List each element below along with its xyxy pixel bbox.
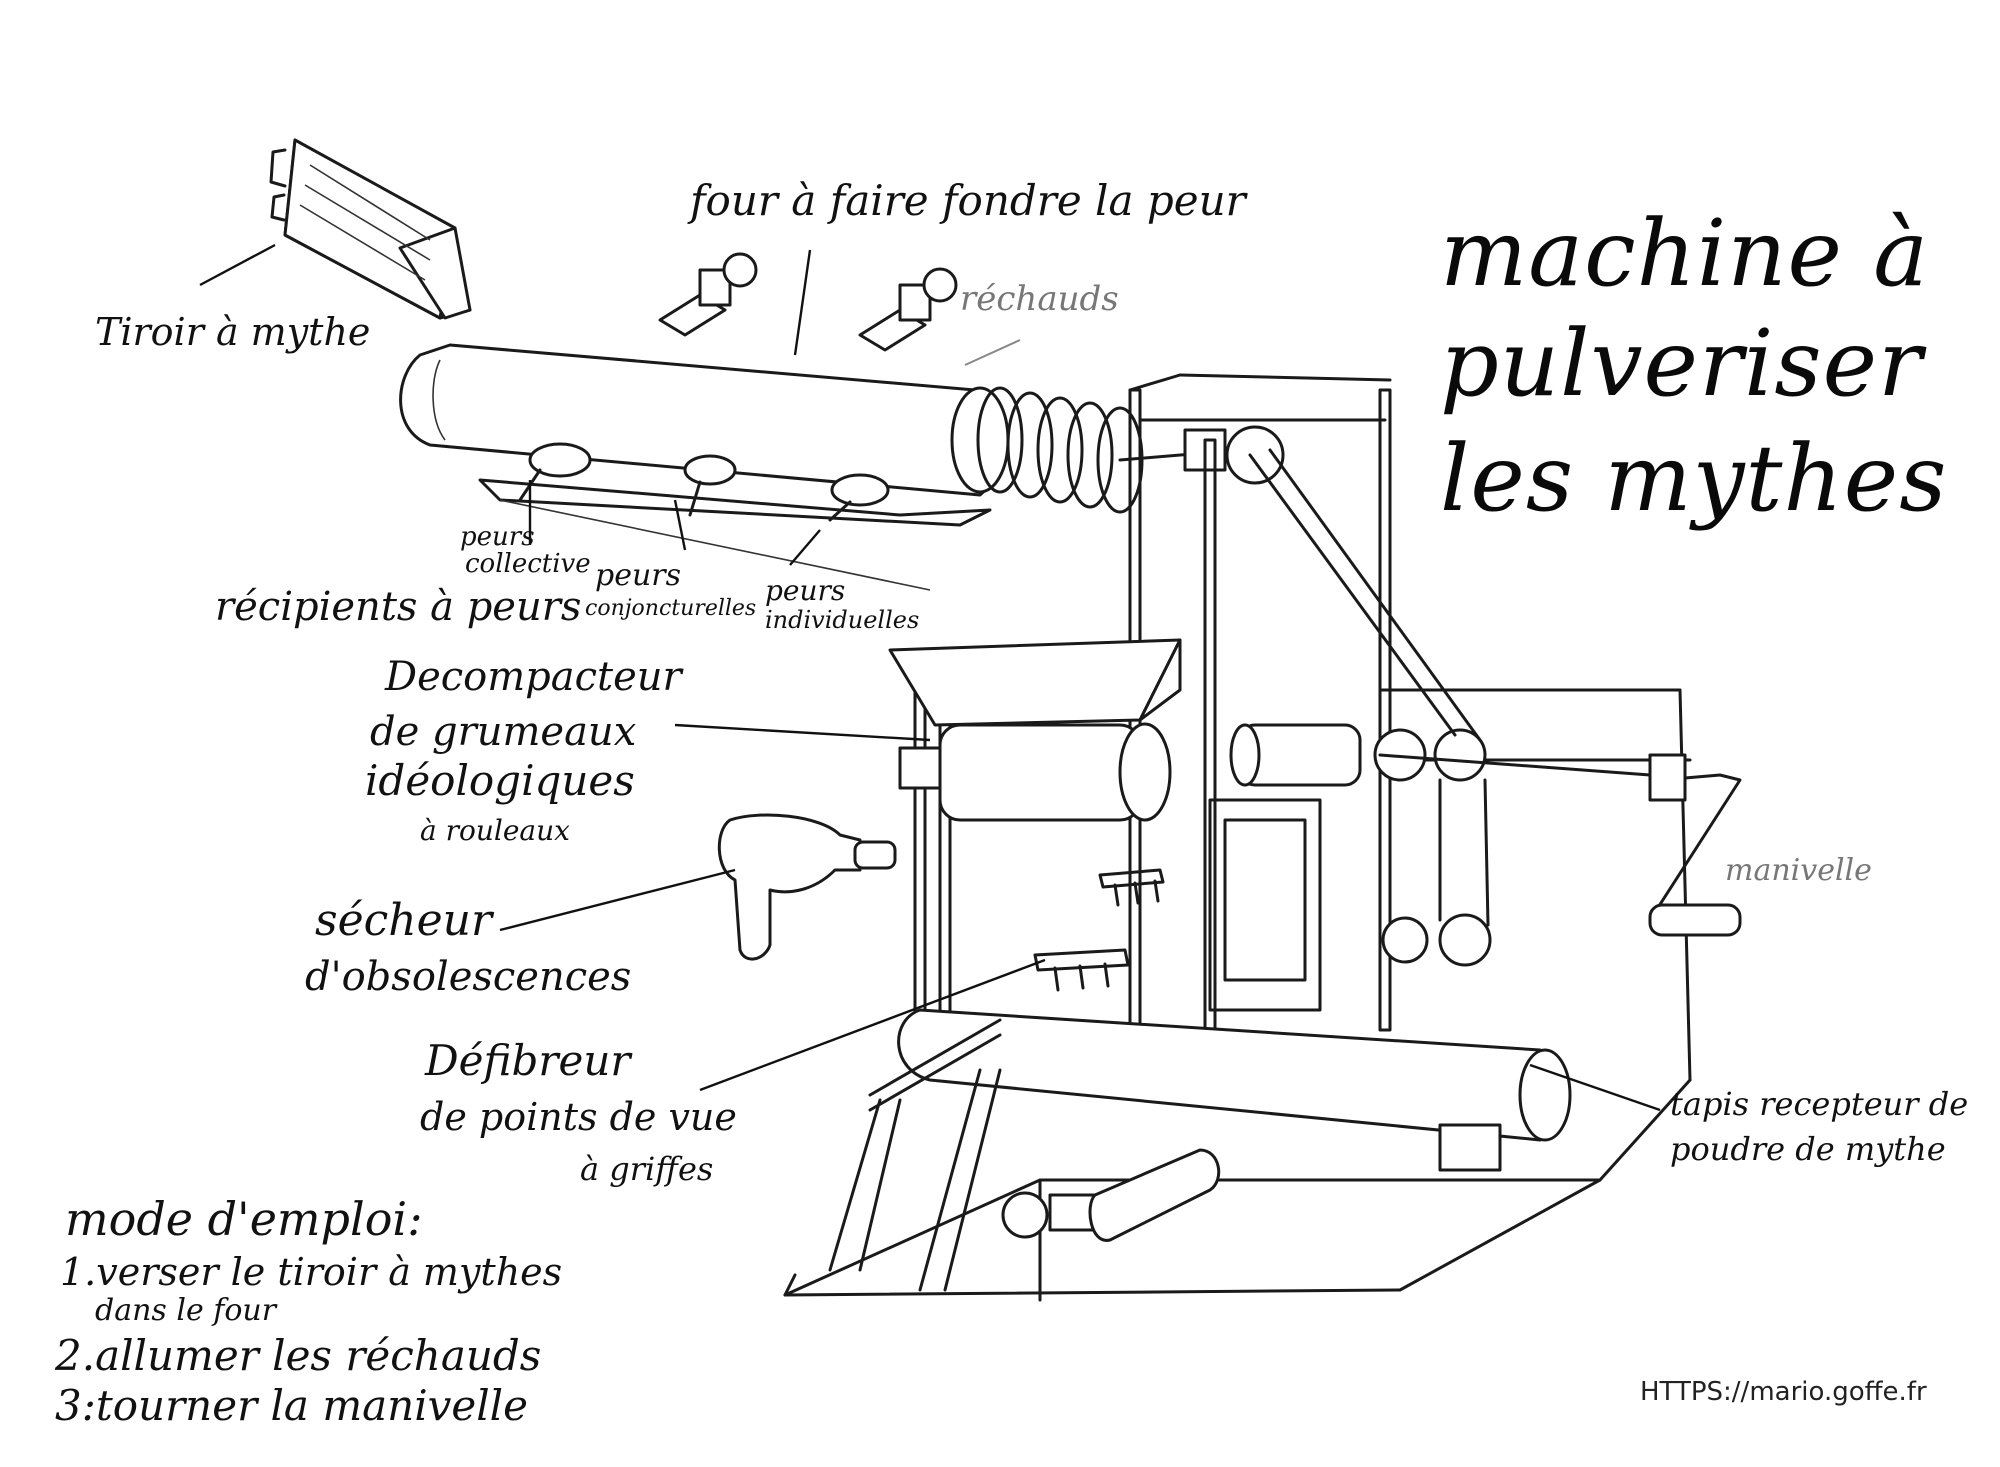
label-decompacteur-4: à rouleaux [420,814,570,847]
leader-peurs-conjoncturelles [673,499,687,551]
diagram-title: machine à pulveriser les mythes [1440,200,1947,532]
tiroir-drawing [269,138,472,320]
instructions: mode d'emploi: 1.verser le tiroir à myth… [54,1192,562,1430]
instructions-step-1b: dans le four [95,1293,278,1328]
label-peurs-conjoncturelles-2: conjoncturelles [585,596,756,621]
label-tapis-1: tapis recepteur de [1670,1085,1968,1123]
label-secheur-2: d'obsolescences [305,954,631,1000]
label-secheur-1: sécheur [315,895,495,946]
labels: Tiroir à mythe four à faire fondre la pe… [95,176,1968,1188]
label-defibreur-2: de points de vue [420,1095,737,1139]
instructions-step-2: 2.allumer les réchauds [54,1331,541,1380]
label-tiroir: Tiroir à mythe [95,310,370,354]
credit-url: HTTPS://mario.goffe.fr [1640,1377,1927,1407]
label-decompacteur-3: idéologiques [365,756,635,805]
leader-secheur [499,868,736,932]
leader-defibreur [699,958,1046,1092]
leader-tiroir [199,243,276,287]
leader-lines [199,243,1661,1112]
secheur-drawing [717,813,897,961]
label-peurs-conjoncturelles-1: peurs [595,558,681,593]
leader-peurs-individuelles [789,529,821,566]
recipients-drawing [478,442,992,591]
leader-decompacteur [674,723,931,742]
label-manivelle: manivelle [1725,853,1872,888]
machine-frame [783,373,1742,1302]
four-drawing [399,252,1285,514]
label-recipients: récipients à peurs [215,584,581,630]
leader-rechauds [964,339,1021,366]
instructions-heading: mode d'emploi: [65,1192,423,1246]
label-tapis-2: poudre de mythe [1670,1130,1946,1168]
label-decompacteur-1: Decompacteur [384,654,685,700]
label-decompacteur-2: de grumeaux [370,709,636,755]
label-peurs-collective-1: peurs [460,522,535,552]
label-defibreur-1: Défibreur [424,1036,633,1085]
title-line-2: pulveriser [1440,310,1927,417]
instructions-step-3: 3:tourner la manivelle [55,1381,528,1430]
leader-four [793,249,812,356]
label-peurs-individuelles-1: peurs [765,574,845,607]
title-line-1: machine à [1440,200,1929,307]
label-peurs-collective-2: collective [465,549,591,579]
title-line-3: les mythes [1440,425,1947,532]
label-rechauds: réchauds [960,279,1119,319]
label-defibreur-3: à griffes [580,1150,713,1188]
label-four: four à faire fondre la peur [687,176,1249,225]
label-peurs-individuelles-2: individuelles [765,606,919,634]
instructions-step-1a: 1.verser le tiroir à mythes [60,1250,562,1294]
leader-tapis [1529,1063,1661,1112]
